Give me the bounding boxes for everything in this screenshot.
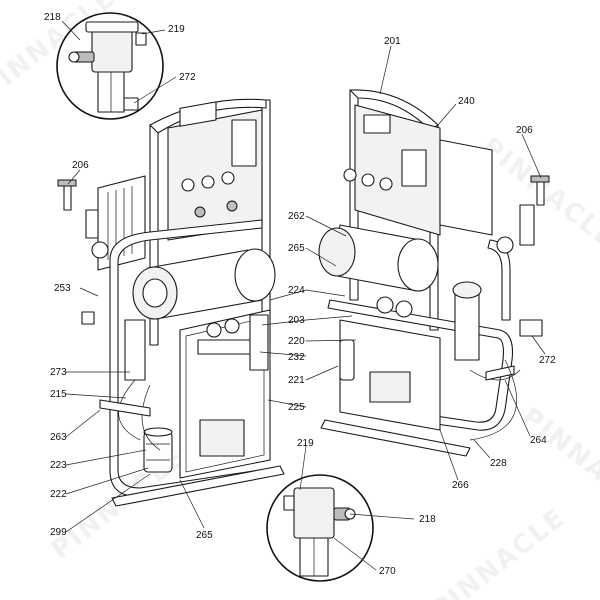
callout-label: 272 xyxy=(179,72,196,83)
callout-label: 270 xyxy=(379,566,396,577)
callout-labels: 218 219 272 201 240 206 206 262 265 224 … xyxy=(44,12,556,577)
callout-label: 203 xyxy=(288,315,305,326)
callout-label: 219 xyxy=(297,438,314,449)
watermark-text: PINNACLE xyxy=(426,502,572,600)
callout-label: 218 xyxy=(419,514,436,525)
callout-label: 222 xyxy=(50,489,67,500)
detail-view-bottom xyxy=(266,474,374,582)
callout-label: 272 xyxy=(539,355,556,366)
callout-label: 201 xyxy=(384,36,401,47)
callout-label: 218 xyxy=(44,12,61,23)
callout-label: 273 xyxy=(50,367,67,378)
callout-label: 228 xyxy=(490,458,507,469)
callout-label: 221 xyxy=(288,375,305,386)
callout-label: 299 xyxy=(50,527,67,538)
callout-label: 265 xyxy=(196,530,213,541)
leader-lines xyxy=(61,20,546,571)
callout-label: 264 xyxy=(530,435,547,446)
callout-label: 266 xyxy=(452,480,469,491)
callout-label: 223 xyxy=(50,460,67,471)
callout-label: 262 xyxy=(288,211,305,222)
callout-label: 225 xyxy=(288,402,305,413)
callout-label: 215 xyxy=(50,389,67,400)
right-machine-assembly xyxy=(318,89,550,457)
callout-label: 224 xyxy=(288,285,305,296)
callout-label: 232 xyxy=(288,352,305,363)
callout-label: 220 xyxy=(288,336,305,347)
callout-label: 219 xyxy=(168,24,185,35)
callout-label: 206 xyxy=(516,125,533,136)
callout-label: 240 xyxy=(458,96,475,107)
callout-label: 263 xyxy=(50,432,67,443)
callout-label: 265 xyxy=(288,243,305,254)
callout-label: 206 xyxy=(72,160,89,171)
callout-label: 253 xyxy=(54,283,71,294)
left-machine-assembly xyxy=(57,98,285,507)
detail-view-top xyxy=(56,12,164,120)
watermark-text: PINNACLE xyxy=(516,402,600,525)
